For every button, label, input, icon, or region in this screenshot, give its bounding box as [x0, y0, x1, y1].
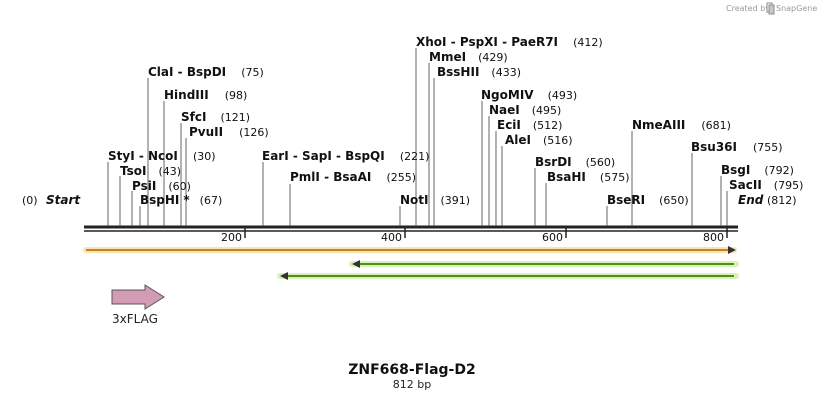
- site-label-clai-bspdi[interactable]: ClaI - BspDI (75): [148, 61, 264, 80]
- credit-brand: SnapGene: [776, 4, 817, 13]
- snapgene-logo-icon: [766, 2, 775, 15]
- site-label-bsu36i[interactable]: Bsu36I(755): [691, 140, 783, 154]
- site-label-mmei[interactable]: MmeI(429): [429, 50, 508, 64]
- site-label-hindiii[interactable]: HindIII(98): [164, 88, 247, 102]
- site-label-pmli-bsaai[interactable]: PmlI - BsaAI (255): [290, 166, 416, 185]
- site-label-bsgi[interactable]: BsgI(792): [721, 163, 794, 177]
- site-label-styi-ncoi[interactable]: StyI - NcoI (30): [108, 145, 216, 164]
- site-label-nmeaiii[interactable]: NmeAIII(681): [632, 118, 731, 132]
- site-label-ecii[interactable]: EciI(512): [497, 118, 562, 132]
- site-labels: ClaI - BspDI (75) HindIII(98) SfcI(121) …: [108, 31, 803, 207]
- site-label-bsahi[interactable]: BsaHI(575): [547, 170, 630, 184]
- tick-label-400: 400: [381, 231, 402, 244]
- site-label-tsoi[interactable]: TsoI(43): [120, 164, 181, 178]
- site-label-xhoi-pspxi-paer7i[interactable]: XhoI - PspXI - PaeR7I (412): [416, 31, 603, 50]
- site-label-sacii[interactable]: SacII(795): [729, 178, 803, 192]
- map-title: ZNF668-Flag-D2: [348, 362, 475, 378]
- site-label-ngomiv[interactable]: NgoMIV(493): [481, 88, 577, 102]
- feature-3xflag[interactable]: 3xFLAG: [111, 284, 165, 326]
- site-label-bsshii[interactable]: BssHII(433): [437, 65, 521, 79]
- site-label-naei[interactable]: NaeI(495): [489, 103, 561, 117]
- site-label-noti[interactable]: NotI(391): [400, 193, 470, 207]
- end-label: End: [738, 193, 764, 207]
- site-label-pvuii[interactable]: PvuII(126): [189, 125, 269, 139]
- orf-forward-orange[interactable]: [83, 246, 737, 254]
- site-label-sfci[interactable]: SfcI(121): [181, 110, 250, 124]
- tick-label-200: 200: [221, 231, 242, 244]
- site-lines: [107, 48, 728, 226]
- start-position-label: (0): [22, 194, 38, 207]
- site-label-eari-sapi-bspqi[interactable]: EarI - SapI - BspQI (221): [262, 145, 429, 164]
- credit: Created by SnapGene: [726, 2, 817, 15]
- site-label-bsphi[interactable]: BspHI*(67): [140, 193, 222, 207]
- feature-label: 3xFLAG: [112, 312, 158, 326]
- backbone: [84, 225, 738, 232]
- tick-label-800: 800: [703, 231, 724, 244]
- arrow-left-icon: [352, 260, 360, 268]
- tick-label-600: 600: [542, 231, 563, 244]
- start-label: Start: [46, 193, 81, 207]
- site-label-alei[interactable]: AleI(516): [505, 133, 573, 147]
- site-label-psii[interactable]: PsiI(60): [132, 179, 191, 193]
- feature-arrow-icon: [111, 284, 165, 310]
- orf-reverse-green-1[interactable]: [349, 260, 739, 268]
- arrow-left-icon: [280, 272, 288, 280]
- site-label-bsrdi[interactable]: BsrDI(560): [535, 155, 615, 169]
- arrow-right-icon: [728, 246, 736, 254]
- orf-reverse-green-2[interactable]: [277, 272, 739, 280]
- credit-text: Created by: [726, 4, 770, 13]
- site-label-bseri[interactable]: BseRI(650): [607, 193, 689, 207]
- end-position-label: (812): [767, 194, 797, 207]
- map-length: 812 bp: [393, 378, 431, 391]
